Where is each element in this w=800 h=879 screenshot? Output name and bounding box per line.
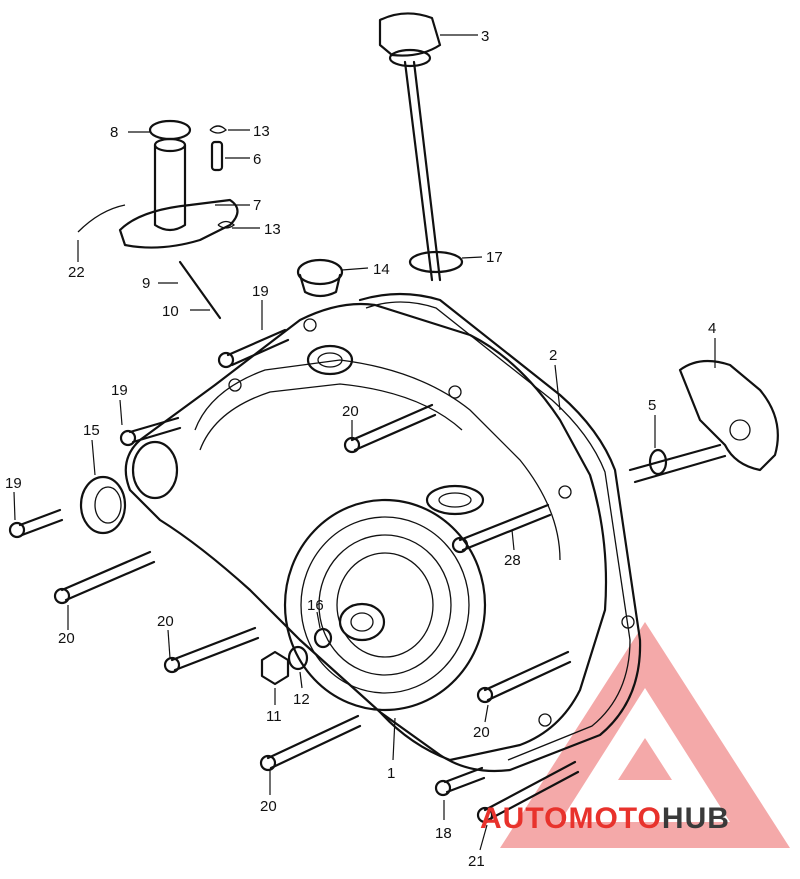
callout-15: 15 — [83, 422, 100, 439]
crankcase-cover-part-1 — [124, 302, 635, 762]
callout-20d: 20 — [473, 724, 490, 741]
callout-21: 21 — [468, 853, 485, 870]
callout-20e: 20 — [260, 798, 277, 815]
callout-18: 18 — [435, 825, 452, 842]
callout-22: 22 — [68, 264, 85, 281]
svg-text:AUTOMOTOHUB: AUTOMOTOHUB — [480, 802, 730, 835]
callout-1: 1 — [387, 765, 395, 782]
callout-14: 14 — [373, 261, 390, 278]
oil-seal-part-15 — [79, 475, 127, 535]
nut-and-washer — [260, 645, 309, 686]
shift-arm-assembly — [77, 119, 239, 320]
callout-3: 3 — [481, 28, 489, 45]
callout-4: 4 — [708, 320, 716, 337]
callout-9: 9 — [142, 275, 150, 292]
callout-13a: 13 — [253, 123, 270, 140]
callout-20a: 20 — [342, 403, 359, 420]
leader-lines — [13, 34, 716, 851]
callout-7: 7 — [253, 197, 261, 214]
oil-dipstick-part-3 — [378, 12, 464, 282]
callout-17: 17 — [486, 249, 503, 266]
callout-13b: 13 — [264, 221, 281, 238]
bolts — [8, 328, 580, 824]
callout-19b: 19 — [111, 382, 128, 399]
watermark-wordmark: AUTOMOTOHUB — [480, 802, 730, 835]
gasket-part-2 — [358, 292, 642, 773]
callout-12: 12 — [293, 691, 310, 708]
filler-cap-part-14 — [296, 258, 344, 298]
watermark-text-automoto: AUTOMOTO — [480, 802, 662, 835]
callout-10: 10 — [162, 303, 179, 320]
callout-19a: 19 — [252, 283, 269, 300]
watermark-text-hub: HUB — [662, 802, 730, 835]
callout-6: 6 — [253, 151, 261, 168]
callout-28: 28 — [504, 552, 521, 569]
watermark-triangle-logo — [500, 622, 790, 848]
callout-8: 8 — [110, 124, 118, 141]
callout-labels: 1 2 3 4 5 6 7 8 9 10 11 12 13 13 14 15 1… — [5, 28, 716, 870]
callout-19c: 19 — [5, 475, 22, 492]
callout-20c: 20 — [157, 613, 174, 630]
callout-2: 2 — [549, 347, 557, 364]
callout-11: 11 — [266, 708, 282, 725]
callout-20b: 20 — [58, 630, 75, 647]
cable-bracket-part-4 — [628, 359, 779, 484]
callout-16: 16 — [307, 597, 324, 614]
callout-5: 5 — [648, 397, 656, 414]
